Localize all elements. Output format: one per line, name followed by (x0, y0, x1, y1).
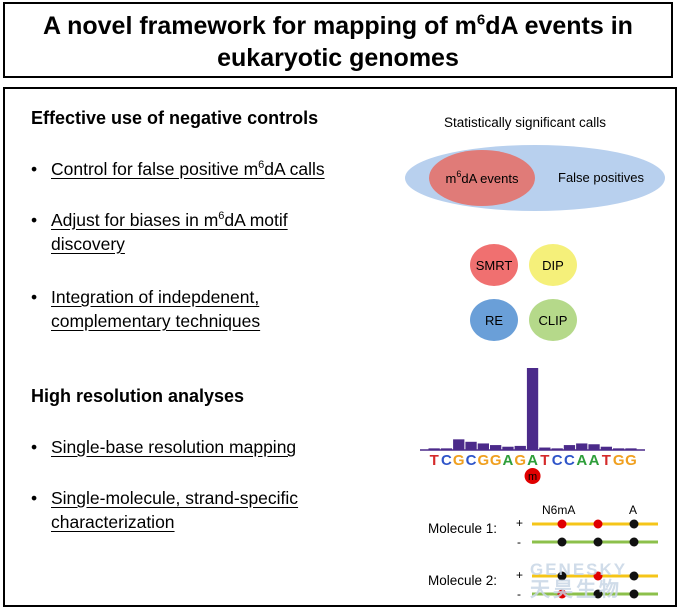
sequence-letter: T (540, 452, 549, 469)
signal-bar (613, 448, 625, 450)
signal-bar (576, 443, 588, 450)
molecule-1-label: Molecule 1: (428, 521, 497, 536)
signal-bar (502, 446, 514, 450)
section-heading-negative-controls: Effective use of negative controls (31, 108, 319, 128)
unmethylated-site (593, 537, 603, 547)
signal-bar (551, 448, 563, 450)
technique-re: RE (470, 299, 518, 341)
bullet-false-positive: • Control for false positive m6dA calls (31, 159, 325, 179)
methylated-site (593, 571, 603, 581)
sequence-letter: G (625, 452, 637, 469)
technique-clip: CLIP (529, 299, 577, 341)
sequence-letter: A (589, 452, 600, 469)
svg-text:SMRT: SMRT (476, 258, 513, 273)
signal-bar (563, 445, 576, 450)
signal-bar (428, 448, 440, 450)
methylated-site (557, 589, 567, 599)
methylated-site (557, 519, 567, 529)
bullet-integration: • Integration of indepdenent,complementa… (31, 287, 261, 331)
sequence-letter: C (441, 452, 452, 469)
sequence-letter: C (466, 452, 477, 469)
sequence-letter: G (478, 452, 490, 469)
sequence-letter: T (602, 452, 611, 469)
molecule-1-minus: - (517, 535, 521, 549)
venn-caption: Statistically significant calls (444, 115, 607, 130)
molecule-2-minus: - (517, 587, 521, 601)
sequence-letter: A (576, 452, 587, 469)
bullet-single-base: • Single-base resolution mapping (31, 437, 297, 457)
title-box: A novel framework for mapping of m6dA ev… (3, 2, 673, 78)
technique-smrt: SMRT (470, 244, 518, 286)
methylation-marker (524, 468, 541, 484)
signal-bar (600, 446, 612, 450)
title-line-1: A novel framework for mapping of m6dA ev… (43, 11, 633, 40)
sequence-letter: A (503, 452, 514, 469)
signal-bar (526, 368, 539, 450)
sequence-letter: G (453, 452, 465, 469)
signal-bar (514, 445, 526, 450)
venn-inner-ellipse (429, 150, 535, 206)
n6ma-label: N6mA (542, 503, 575, 517)
sequence-letter: C (564, 452, 575, 469)
signal-bar (588, 444, 600, 450)
signal-bar (465, 441, 477, 450)
sequence-letter: A (527, 452, 538, 469)
unmethylated-site (593, 589, 603, 599)
techniques-diagram: SMRT DIP RE CLIP (470, 244, 577, 341)
svg-text:CLIP: CLIP (539, 313, 568, 328)
technique-dip: DIP (529, 244, 577, 286)
venn-diagram: m6dA events False positives (405, 145, 665, 211)
unmethylated-site (557, 537, 567, 547)
sequence-letter: G (613, 452, 625, 469)
a-label: A (629, 503, 637, 517)
main-panel (3, 87, 677, 607)
section-heading-high-resolution: High resolution analyses (31, 386, 245, 406)
venn-outer-label: False positives (558, 170, 644, 185)
methylated-site (593, 519, 603, 529)
signal-bar (625, 448, 637, 450)
signal-bar (440, 448, 453, 450)
venn-inner-label: m6dA events (446, 169, 519, 186)
title-line-2: eukaryotic genomes (217, 44, 459, 72)
signal-bar (453, 439, 465, 450)
sequence-letter: C (552, 452, 563, 469)
sequence-letter: G (490, 452, 502, 469)
sequence-letter: T (430, 452, 439, 469)
svg-text:DIP: DIP (542, 258, 564, 273)
signal-bar (490, 445, 502, 450)
sequence-letter: G (514, 452, 526, 469)
signal-bar (477, 443, 489, 450)
molecule-diagram: N6mA A Molecule 1: + - Molecule 2: + - (428, 503, 658, 601)
svg-text:RE: RE (485, 313, 503, 328)
molecule-1-plus: + (516, 516, 523, 530)
methylation-marker-label: m (528, 471, 537, 483)
unmethylated-site (629, 571, 639, 581)
signal-bar (539, 447, 551, 450)
molecule-2-plus: + (516, 568, 523, 582)
unmethylated-site (629, 589, 639, 599)
unmethylated-site (629, 519, 639, 529)
watermark: GENESKY 天昊生物 (530, 560, 628, 601)
molecule-2-label: Molecule 2: (428, 573, 497, 588)
unmethylated-site (557, 571, 567, 581)
unmethylated-site (629, 537, 639, 547)
